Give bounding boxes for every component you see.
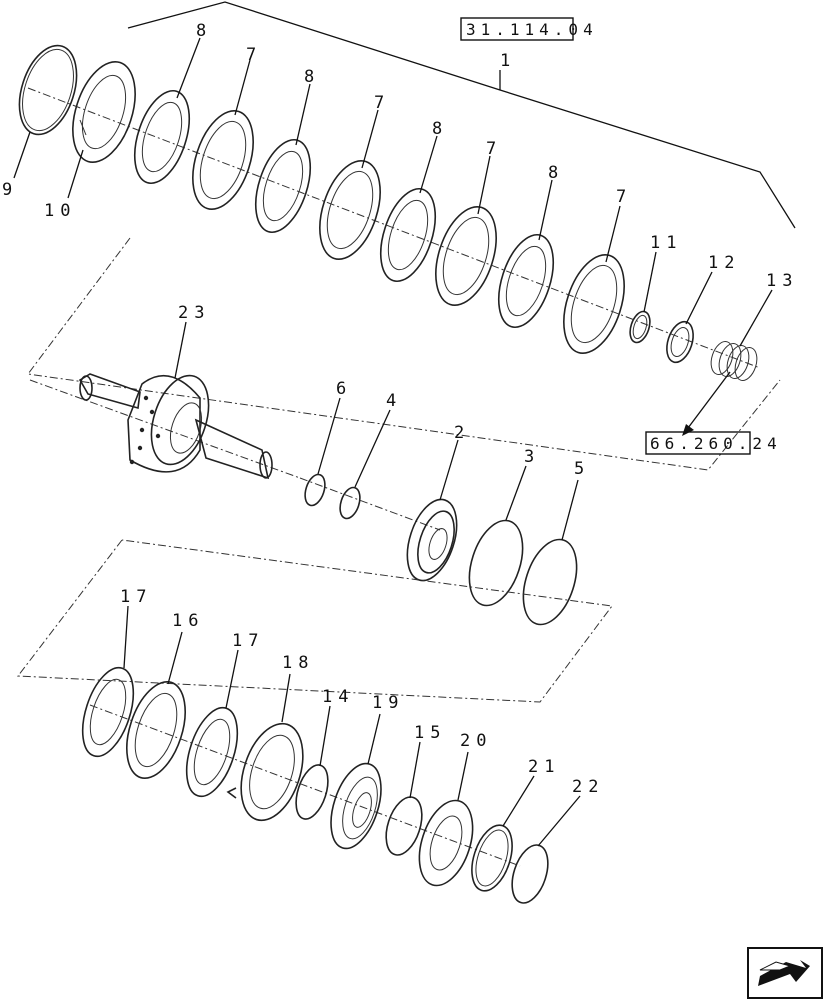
label-6: 6 — [336, 379, 352, 399]
part-15-ring[interactable] — [380, 793, 429, 860]
label-3: 3 — [524, 447, 540, 467]
reference-link-top[interactable]: 31.114.04 — [460, 17, 598, 41]
part-11-ring[interactable] — [626, 309, 653, 345]
label-15: 15 — [414, 723, 446, 743]
label-17: 17 — [120, 587, 152, 607]
label-10: 10 — [44, 201, 76, 221]
part-20-splined-plate[interactable] — [410, 794, 483, 893]
subassembly-boundary-middle — [27, 237, 781, 471]
part-7-steel-plate[interactable] — [425, 199, 508, 313]
part-18-end-plate[interactable] — [226, 716, 314, 828]
part-8-friction-disc[interactable] — [488, 228, 563, 334]
label-1: 1 — [500, 51, 516, 71]
part-14-ring[interactable] — [290, 761, 334, 823]
label-22: 22 — [572, 777, 604, 797]
reference-top-text: 31.114.04 — [466, 20, 598, 39]
label-4: 4 — [386, 391, 402, 411]
label-8: 8 — [432, 119, 448, 139]
part-4-o-ring[interactable] — [336, 485, 363, 521]
part-5-seal[interactable] — [514, 533, 587, 632]
label-11: 11 — [650, 233, 682, 253]
part-19-bearing[interactable] — [321, 757, 390, 854]
part-10-plate[interactable] — [61, 54, 146, 170]
label-8: 8 — [196, 21, 212, 41]
part-8-friction-disc[interactable] — [370, 182, 445, 288]
label-7: 7 — [246, 45, 262, 65]
label-16: 16 — [172, 611, 204, 631]
part-9-snap-ring[interactable] — [9, 38, 87, 142]
part-16-steel-plate[interactable] — [116, 674, 196, 785]
part-17-friction-disc[interactable] — [177, 701, 247, 802]
label-21: 21 — [528, 757, 560, 777]
label-8: 8 — [548, 163, 564, 183]
part-8-friction-disc[interactable] — [245, 133, 320, 239]
label-2: 2 — [454, 423, 470, 443]
label-12: 12 — [708, 253, 740, 273]
part-7-steel-plate[interactable] — [182, 103, 265, 217]
label-8: 8 — [304, 67, 320, 87]
part-7-steel-plate[interactable] — [309, 153, 392, 267]
subassembly-boundary-lower — [17, 539, 613, 703]
part-13-spring[interactable] — [707, 339, 761, 384]
reference-link-middle[interactable]: 66.260.24 — [645, 431, 782, 455]
label-18: 18 — [282, 653, 314, 673]
part-2-piston[interactable] — [398, 493, 466, 586]
part-3-seal[interactable] — [460, 514, 533, 613]
reference-middle-text: 66.260.24 — [650, 434, 782, 453]
label-14: 14 — [322, 687, 354, 707]
label-7: 7 — [486, 139, 502, 159]
part-17-friction-disc[interactable] — [73, 661, 143, 762]
label-9: 9 — [2, 180, 18, 200]
label-19: 19 — [372, 693, 404, 713]
part-12-ring[interactable] — [662, 318, 698, 365]
label-13: 13 — [766, 271, 798, 291]
label-23: 23 — [178, 303, 210, 323]
part-6-o-ring[interactable] — [301, 472, 328, 508]
label-20: 20 — [460, 731, 492, 751]
part-22-snap-ring[interactable] — [506, 841, 555, 908]
part-7-steel-plate[interactable] — [553, 247, 636, 361]
part-23-clutch-hub-shaft[interactable] — [29, 368, 301, 480]
arrow-navigation-icon[interactable] — [747, 947, 823, 999]
label-17: 17 — [232, 631, 264, 651]
part-8-friction-disc[interactable] — [124, 84, 199, 190]
label-7: 7 — [616, 187, 632, 207]
label-5: 5 — [574, 459, 590, 479]
label-7: 7 — [374, 93, 390, 113]
